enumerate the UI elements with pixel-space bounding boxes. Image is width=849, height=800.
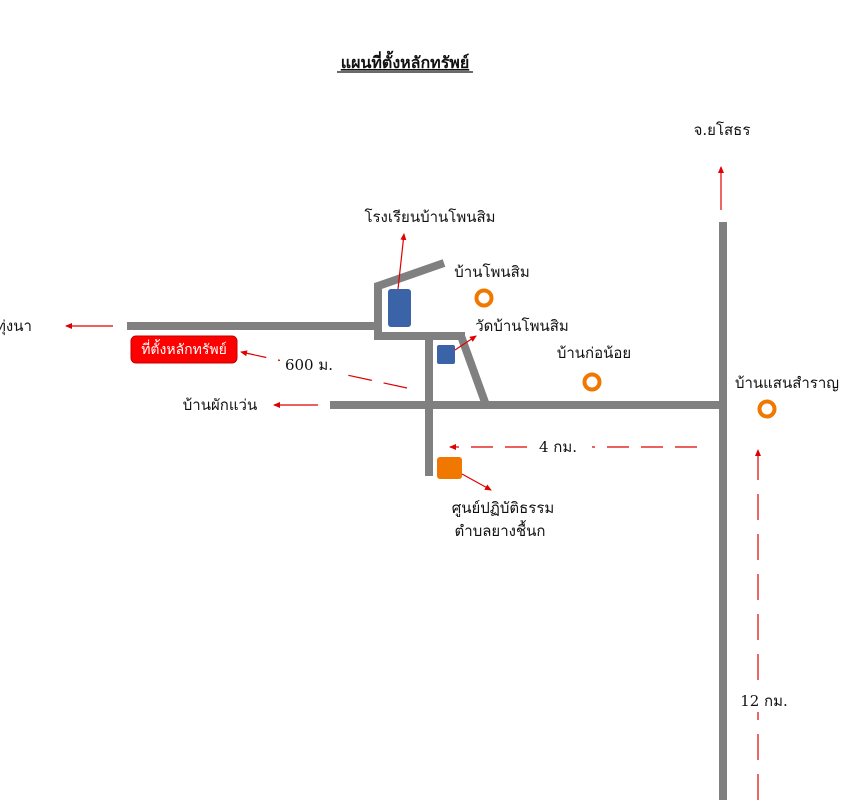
meditation-center-label-line1: ศูนย์ปฏิบัติธรรม [452, 499, 555, 517]
map-title: แผนที่ตั้งหลักทรัพย์ [341, 50, 469, 72]
main-road-distance-label-bg [735, 690, 793, 712]
site-distance-label: 600 ม. [285, 356, 333, 374]
ban-saen-samran-marker [757, 399, 777, 419]
junction-distance-label: 4 กม. [539, 438, 577, 456]
meditation-center-pointer-arrow [461, 473, 492, 491]
yasothon-label: จ.ยโสธร [694, 121, 751, 139]
road-loop [374, 259, 465, 340]
junction-distance-label-bg [528, 437, 592, 457]
ban-saen-samran-label: บ้านแสนสำราญ [735, 374, 839, 392]
meditation-center-label-line2: ตำบลยางชื้นก [455, 520, 546, 540]
temple-pointer-arrow [454, 335, 477, 351]
ban-phak-waen-label: บ้านผักแว่น [183, 396, 257, 414]
ban-ko-noi-label: บ้านก่อน้อย [557, 344, 631, 362]
meditation-center-marker [437, 457, 462, 479]
school-label: โรงเรียนบ้านโพนสิม [364, 208, 495, 226]
school-building [388, 289, 411, 327]
road-network [127, 222, 727, 800]
temple-building [437, 345, 455, 364]
road-diagonal [457, 334, 490, 407]
temple-label: วัดบ้านโพนสิม [475, 317, 569, 335]
thung-na-label: ทุ่งนา [0, 317, 32, 336]
ban-phon-sim-label: บ้านโพนสิม [454, 263, 529, 281]
ban-phon-sim-marker [474, 288, 494, 308]
main-road-distance-label: 12 กม. [740, 692, 788, 710]
school-pointer-arrow [397, 233, 407, 290]
site-label: ที่ตั้งหลักทรัพย์ [141, 339, 227, 358]
site-marker [130, 335, 238, 364]
ban-ko-noi-marker [582, 372, 602, 392]
site-distance-label-bg [280, 355, 340, 375]
